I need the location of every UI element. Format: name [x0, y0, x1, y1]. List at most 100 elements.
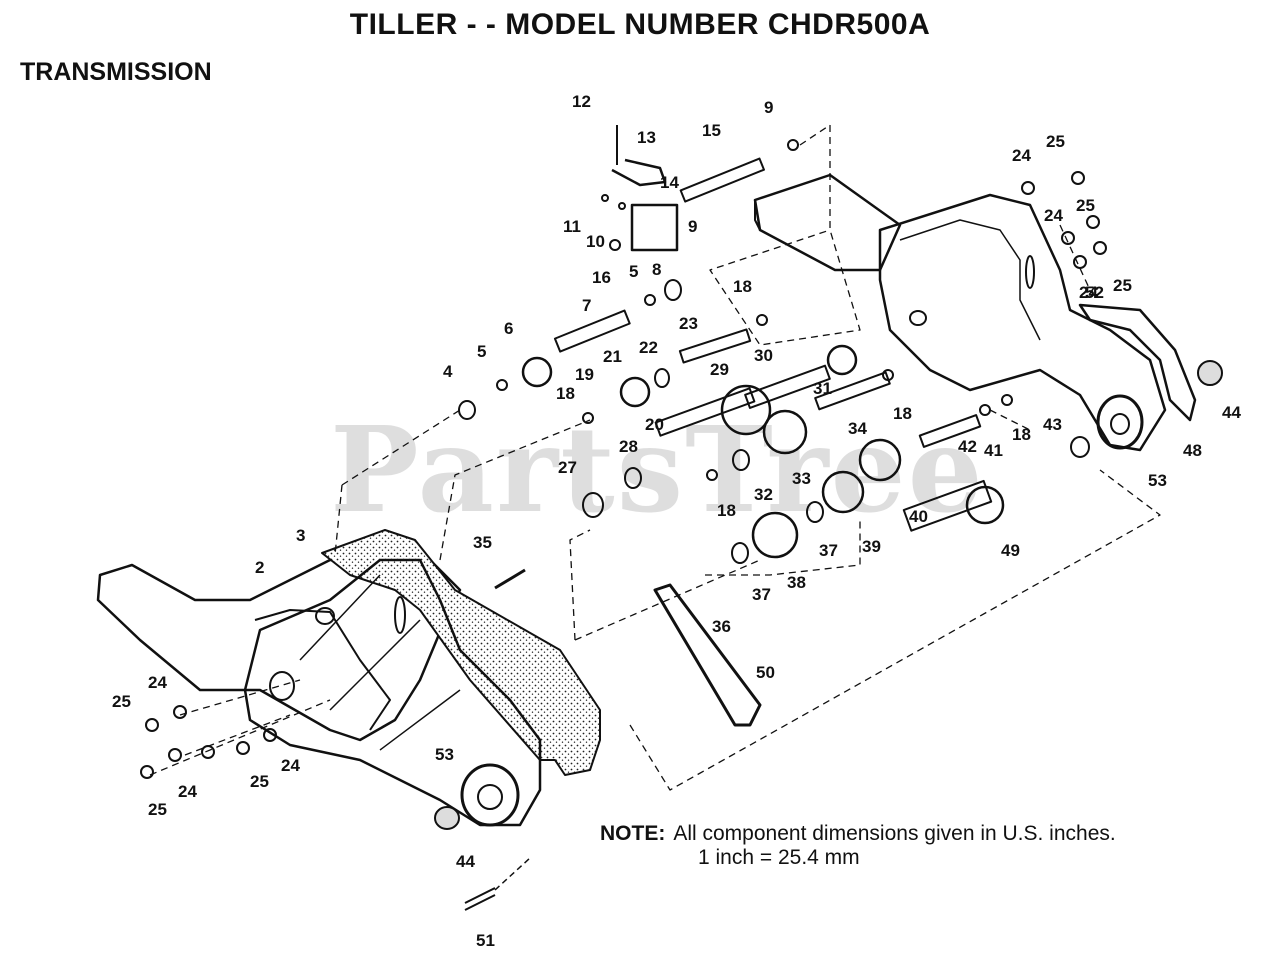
callout-14: 14 — [660, 173, 679, 192]
callout-25: 25 — [250, 772, 269, 791]
callout-25: 25 — [1076, 196, 1095, 215]
callout-9: 9 — [688, 217, 697, 236]
callout-9: 9 — [764, 98, 773, 117]
callout-15: 15 — [702, 121, 721, 140]
callout-22: 22 — [639, 338, 658, 357]
bolt-51-leader — [494, 857, 531, 891]
callout-18: 18 — [717, 501, 736, 520]
page-title: TILLER - - MODEL NUMBER CHDR500A — [349, 8, 931, 41]
callout-24: 24 — [178, 782, 197, 801]
washer-24-b — [168, 748, 182, 762]
shaft-41 — [918, 414, 982, 448]
callout-48: 48 — [1183, 441, 1202, 460]
belt-50 — [653, 583, 762, 727]
left-housing-slot — [394, 596, 406, 634]
bushing-28 — [624, 467, 642, 489]
callout-5: 5 — [629, 262, 638, 281]
callout-35: 35 — [473, 533, 492, 552]
bushing-44-bottom — [434, 806, 460, 830]
top-housing-cover — [753, 173, 902, 272]
washer-9-left — [609, 239, 621, 251]
washer-24-e — [1061, 231, 1075, 245]
callout-25: 25 — [1113, 276, 1132, 295]
callout-18: 18 — [893, 404, 912, 423]
bushing-22 — [654, 368, 670, 388]
callout-19: 19 — [575, 365, 594, 384]
callout-18: 18 — [556, 384, 575, 403]
callout-37: 37 — [819, 541, 838, 560]
callout-44: 44 — [456, 852, 475, 871]
right-housing-shell-inner — [899, 219, 1041, 341]
right-housing-web — [299, 574, 461, 751]
bearing-31 — [826, 344, 858, 376]
clip-10 — [618, 202, 626, 210]
callout-23: 23 — [679, 314, 698, 333]
callout-5: 5 — [477, 342, 486, 361]
note-block: NOTE:All component dimensions given in U… — [600, 822, 1116, 870]
nut-25-f — [1093, 241, 1107, 255]
washer-18-e — [1001, 394, 1013, 406]
gear-39 — [821, 470, 865, 514]
left-housing-inner — [254, 609, 391, 731]
callout-25: 25 — [148, 800, 167, 819]
callout-36: 36 — [712, 617, 731, 636]
washer-18-c — [706, 469, 718, 481]
callout-42: 42 — [958, 437, 977, 456]
callout-51: 51 — [476, 931, 495, 950]
callout-50: 50 — [756, 663, 775, 682]
callout-3: 3 — [296, 526, 305, 545]
bushing-27 — [582, 492, 604, 518]
gear-49-sprocket — [965, 485, 1005, 525]
callout-49: 49 — [1001, 541, 1020, 560]
callout-24: 24 — [281, 756, 300, 775]
shaft-7 — [553, 309, 631, 353]
gear-38 — [751, 511, 799, 559]
callout-37: 37 — [752, 585, 771, 604]
left-housing-boss — [315, 607, 335, 625]
callout-24: 24 — [1012, 146, 1031, 165]
nut-25-e — [1086, 215, 1100, 229]
washer-24-d — [1021, 181, 1035, 195]
callout-24: 24 — [148, 673, 167, 692]
washer-18-d — [882, 369, 894, 381]
gear-40 — [858, 438, 902, 482]
right-housing-plate — [243, 558, 542, 827]
note-line-1: All component dimensions given in U.S. i… — [673, 822, 1116, 845]
top-housing-cover-face — [754, 200, 761, 231]
callout-18: 18 — [733, 277, 752, 296]
chain-guard — [1078, 303, 1197, 422]
callout-28: 28 — [619, 437, 638, 456]
callout-53: 53 — [435, 745, 454, 764]
right-pulley-hub — [1110, 413, 1130, 435]
bottom-pulley — [460, 763, 520, 827]
callout-11: 11 — [563, 217, 581, 236]
callout-25: 25 — [1046, 132, 1065, 151]
shaft-16 — [679, 157, 765, 203]
gear-21 — [619, 376, 651, 408]
shaft-34 — [814, 371, 891, 411]
callout-33: 33 — [792, 469, 811, 488]
nut-25-d — [1071, 171, 1085, 185]
left-housing-boss-lower — [269, 671, 295, 701]
washer-42 — [979, 404, 991, 416]
callout-34: 34 — [848, 419, 867, 438]
shift-lever-13 — [611, 158, 667, 187]
callout-41: 41 — [984, 441, 1003, 460]
callout-52: 52 — [1085, 283, 1104, 302]
shaft-23 — [678, 328, 752, 364]
nut-25-b — [140, 765, 154, 779]
nut-25-c — [236, 741, 250, 755]
callout-24: 24 — [1044, 206, 1063, 225]
callout-30: 30 — [754, 346, 773, 365]
washer-5-a — [644, 294, 656, 306]
bottom-pulley-hub — [477, 784, 503, 810]
bushing-37a — [806, 501, 824, 523]
bushing-8 — [664, 279, 682, 301]
washer-24-f — [1073, 255, 1087, 269]
nut-25-a — [145, 718, 159, 732]
washer-9-top — [787, 139, 799, 151]
callout-7: 7 — [582, 296, 591, 315]
right-housing-slot — [1025, 255, 1035, 289]
